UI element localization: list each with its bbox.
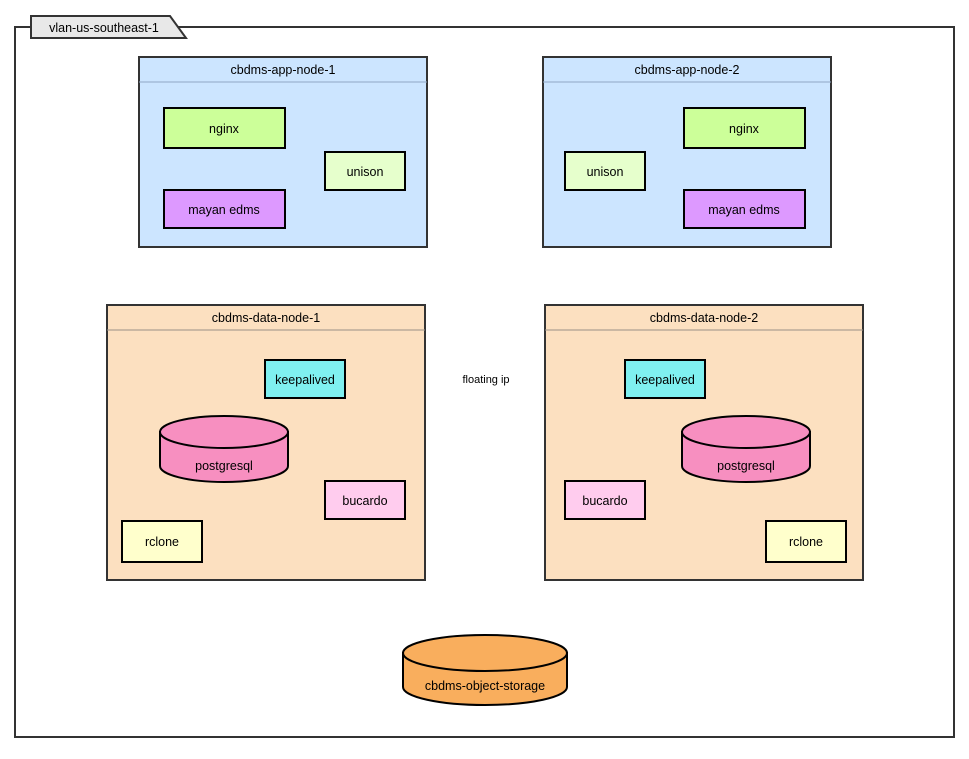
group-data1-label: cbdms-data-node-1 [212,311,320,325]
node-bucardo-2-label: bucardo [582,494,627,508]
node-unison-1[interactable] [324,151,406,191]
node-nginx-1[interactable] [163,107,286,149]
node-keepalived-1-label: keepalived [275,373,335,387]
group-data2-label: cbdms-data-node-2 [650,311,758,325]
node-bucardo-2[interactable] [564,480,646,520]
node-mayan-edms-1[interactable] [163,189,286,229]
node-mayan-edms-2[interactable] [683,189,806,229]
node-rclone-2[interactable] [765,520,847,563]
node-mayan-edms-1-label: mayan edms [188,203,260,217]
node-keepalived-2[interactable] [624,359,706,399]
node-mayan-edms-2-label: mayan edms [708,203,780,217]
node-bucardo-1[interactable] [324,480,406,520]
node-postgresql-1-label: postgresql [195,459,253,473]
node-rclone-1-label: rclone [145,535,179,549]
node-rclone-2-label: rclone [789,535,823,549]
node-bucardo-1-label: bucardo [342,494,387,508]
node-cbdms-object-storage[interactable] [402,634,568,706]
node-cbdms-object-storage-label: cbdms-object-storage [425,679,545,693]
group-app1-label: cbdms-app-node-1 [231,63,336,77]
node-keepalived-1[interactable] [264,359,346,399]
node-nginx-2-label: nginx [729,122,760,136]
node-rclone-1[interactable] [121,520,203,563]
node-unison-1-label: unison [347,165,384,179]
edge-label-floating-ip: floating ip [462,374,509,386]
node-postgresql-2-label: postgresql [717,459,775,473]
postgresql-2-top [681,415,811,449]
vlan-tab-label: vlan-us-southeast-1 [49,21,159,35]
node-nginx-1-label: nginx [209,122,240,136]
node-unison-2[interactable] [564,151,646,191]
node-keepalived-2-label: keepalived [635,373,695,387]
node-postgresql-1[interactable] [159,415,289,483]
group-app2-label: cbdms-app-node-2 [635,63,740,77]
object-storage-top [402,634,568,672]
vlan-tab [30,15,188,39]
node-postgresql-2[interactable] [681,415,811,483]
node-nginx-2[interactable] [683,107,806,149]
postgresql-1-top [159,415,289,449]
node-unison-2-label: unison [587,165,624,179]
